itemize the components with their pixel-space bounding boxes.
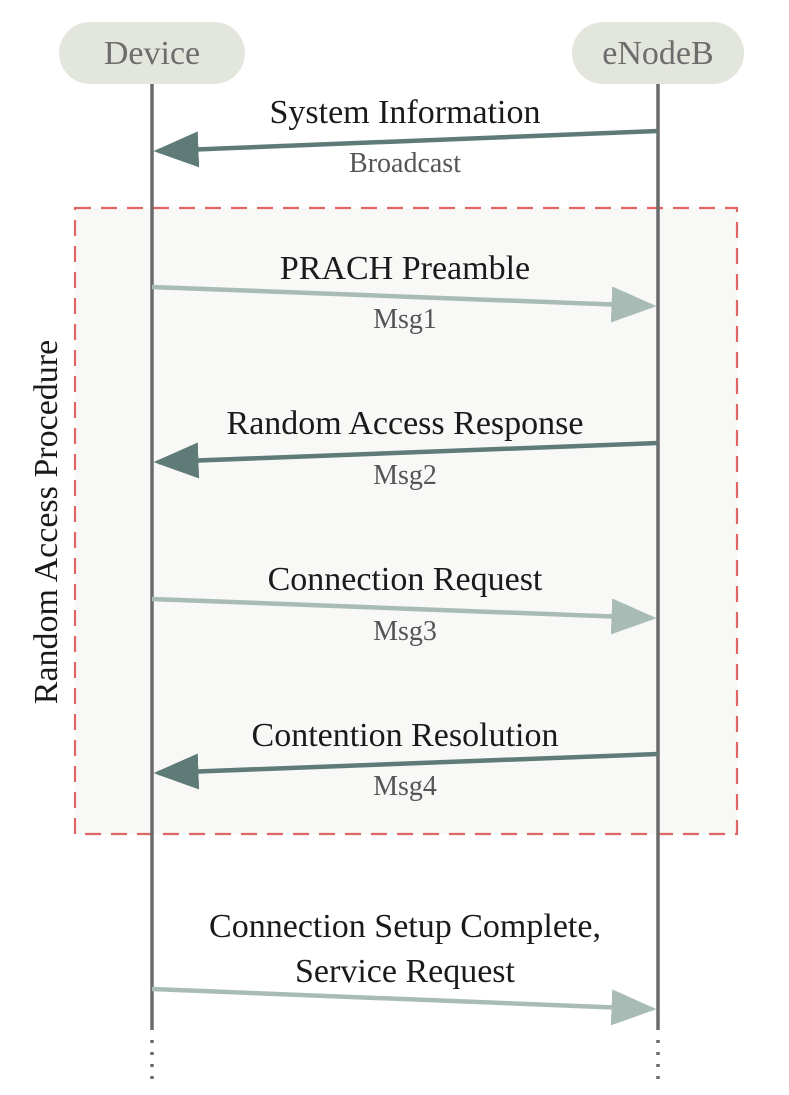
arrow-to-enodeb bbox=[151, 596, 657, 635]
message-connection-request: Connection Request Msg3 bbox=[151, 561, 657, 647]
message-label: Connection Request bbox=[268, 561, 543, 598]
arrow-to-device bbox=[153, 128, 659, 168]
message-sublabel: Msg1 bbox=[373, 304, 437, 335]
message-prach-preamble: PRACH Preamble Msg1 bbox=[151, 250, 657, 335]
message-sublabel: Msg3 bbox=[373, 616, 437, 647]
message-contention-resolution: Contention Resolution Msg4 bbox=[153, 717, 659, 802]
arrow-to-enodeb bbox=[151, 986, 657, 1026]
actor-device: Device bbox=[59, 22, 245, 84]
message-sublabel: Msg2 bbox=[373, 460, 437, 491]
arrow-to-device bbox=[153, 751, 659, 790]
actor-enodeb-label: eNodeB bbox=[602, 35, 713, 72]
message-label: PRACH Preamble bbox=[280, 250, 530, 287]
message-label: System Information bbox=[269, 94, 540, 131]
actor-enodeb-box bbox=[572, 22, 744, 84]
arrow-to-enodeb bbox=[151, 284, 657, 323]
actor-device-label: Device bbox=[104, 35, 200, 72]
actor-device-box bbox=[59, 22, 245, 84]
message-system-information: System Information Broadcast bbox=[153, 94, 659, 179]
message-label: Contention Resolution bbox=[252, 717, 559, 754]
message-connection-setup-complete: Connection Setup Complete, Service Reque… bbox=[151, 908, 657, 1026]
message-random-access-response: Random Access Response Msg2 bbox=[153, 405, 659, 491]
message-label: Random Access Response bbox=[227, 405, 584, 442]
group-label: Random Access Procedure bbox=[28, 340, 65, 704]
message-sublabel: Msg4 bbox=[373, 771, 437, 802]
message-sublabel: Broadcast bbox=[349, 148, 461, 179]
arrow-to-device bbox=[153, 440, 659, 479]
message-label-line2: Service Request bbox=[295, 953, 516, 990]
actor-enodeb: eNodeB bbox=[572, 22, 744, 84]
message-label-line1: Connection Setup Complete, bbox=[209, 908, 601, 945]
